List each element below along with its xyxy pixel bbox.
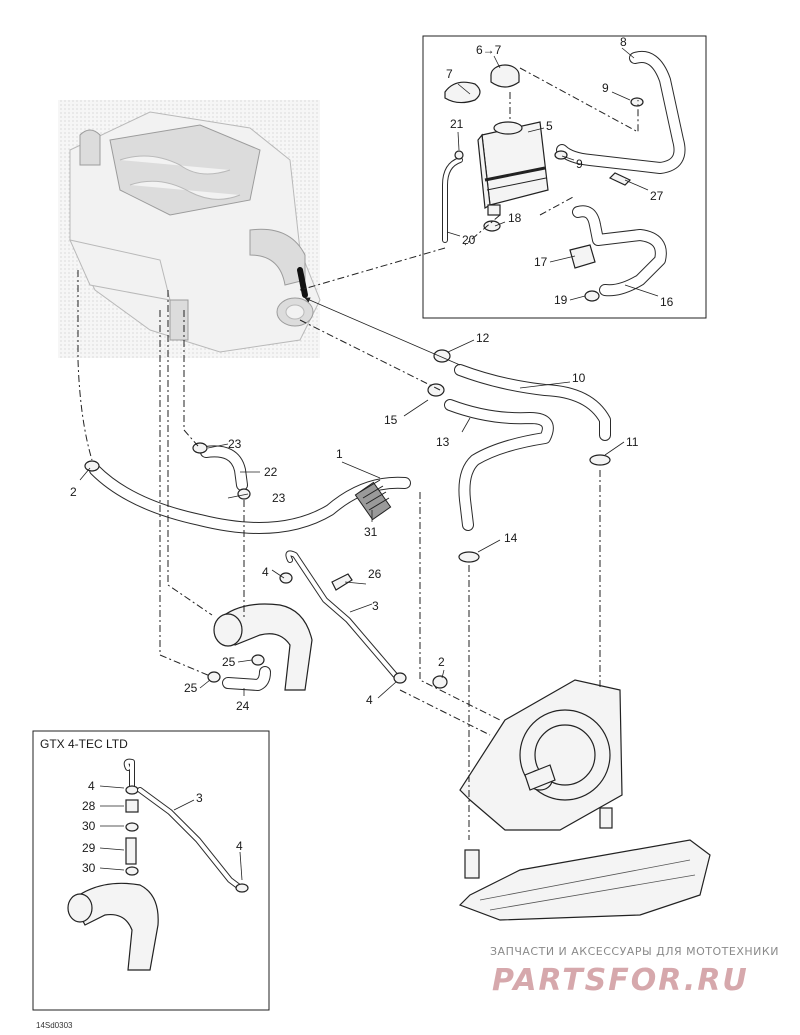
- hose-31: [354, 479, 392, 521]
- hose-10: [454, 364, 611, 441]
- label-leaders: [79, 47, 659, 699]
- inset-label-29: 29: [82, 841, 96, 855]
- label-10: 10: [572, 371, 586, 385]
- reservoir-inset-box: [422, 35, 707, 319]
- label-23-lower: 23: [272, 491, 286, 505]
- label-23-upper: 23: [228, 437, 242, 451]
- ride-plate: [458, 839, 711, 921]
- label-25-right: 25: [222, 655, 236, 669]
- hose-20: [442, 157, 463, 243]
- label-22: 22: [264, 465, 278, 479]
- label-6-7: 6→7: [476, 43, 502, 57]
- label-7: 7: [446, 67, 453, 81]
- label-1: 1: [336, 447, 343, 461]
- label-17: 17: [534, 255, 548, 269]
- label-19: 19: [554, 293, 568, 307]
- inset-label-30-lower: 30: [82, 861, 96, 875]
- inset-label-30-upper: 30: [82, 819, 96, 833]
- hose-16: [572, 205, 667, 297]
- label-31: 31: [364, 525, 378, 539]
- label-24: 24: [236, 699, 250, 713]
- inset-label-4-top: 4: [88, 779, 95, 793]
- label-18: 18: [508, 211, 522, 225]
- label-4-lower: 4: [366, 693, 373, 707]
- inset-label-4-bottom: 4: [236, 839, 243, 853]
- inset-label-28: 28: [82, 799, 96, 813]
- pump-housing: [459, 679, 623, 879]
- gtx-inset-box: GTX 4-TEC LTD 4 28 30 29 30 3 4: [32, 730, 270, 1011]
- label-14: 14: [504, 531, 518, 545]
- hose-8: [556, 51, 686, 174]
- label-2-left: 2: [70, 485, 77, 499]
- label-9-upper: 9: [602, 81, 609, 95]
- reservoir-cap: [490, 64, 520, 88]
- label-16: 16: [660, 295, 674, 309]
- clamps-main: [84, 349, 611, 689]
- hose-3: [285, 550, 398, 678]
- watermark-tagline: ЗАПЧАСТИ И АКСЕССУАРЫ ДЛЯ МОТОТЕХНИКИ: [490, 945, 779, 958]
- diagram-code: 14Sd0303: [36, 1021, 73, 1030]
- inset-title: GTX 4-TEC LTD: [40, 737, 128, 751]
- inset-label-3: 3: [196, 791, 203, 805]
- label-21: 21: [450, 117, 464, 131]
- hose-13: [444, 399, 554, 531]
- part-labels: 1 2 2 3 4 4 5 6→7 7 8 9 9 10 11 12 13 14…: [70, 35, 674, 713]
- hose-22: [200, 445, 248, 491]
- routing-lines: [77, 67, 639, 840]
- exhaust-elbow: [213, 603, 313, 691]
- label-12: 12: [476, 331, 490, 345]
- label-27: 27: [650, 189, 664, 203]
- label-5: 5: [546, 119, 553, 133]
- clamps-upper-inset: [454, 97, 644, 302]
- label-8: 8: [620, 35, 627, 49]
- label-2-right: 2: [438, 655, 445, 669]
- label-13: 13: [436, 435, 450, 449]
- label-15: 15: [384, 413, 398, 427]
- coolant-reservoir: [477, 121, 549, 216]
- label-26: 26: [368, 567, 382, 581]
- engine-illustration: [58, 100, 321, 358]
- label-20: 20: [462, 233, 476, 247]
- hose-24: [222, 666, 271, 691]
- watermark: ЗАПЧАСТИ И АКСЕССУАРЫ ДЛЯ МОТОТЕХНИКИ PA…: [490, 945, 779, 998]
- label-9-lower: 9: [576, 157, 583, 171]
- cap-gasket: [444, 81, 481, 104]
- label-3: 3: [372, 599, 379, 613]
- label-11: 11: [626, 435, 639, 449]
- label-25-left: 25: [184, 681, 198, 695]
- watermark-logo: PARTSFOR.RU: [492, 963, 749, 998]
- label-4-upper: 4: [262, 565, 269, 579]
